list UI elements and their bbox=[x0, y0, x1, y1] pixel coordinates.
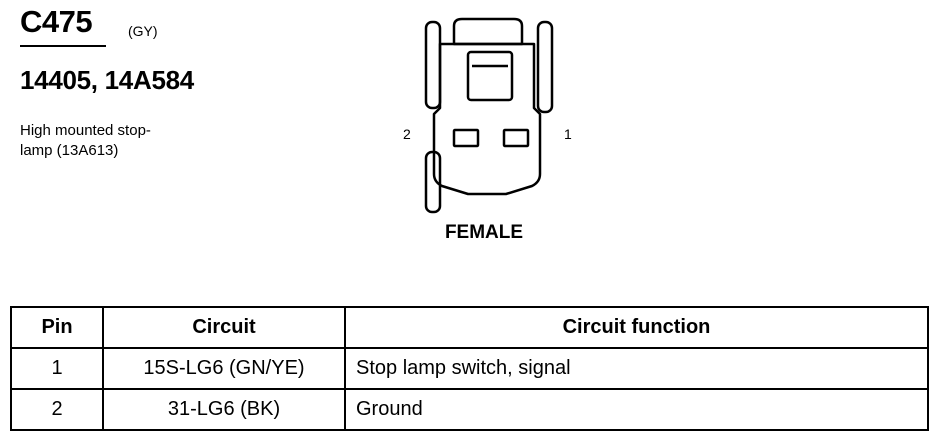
cell-function: Stop lamp switch, signal bbox=[344, 347, 929, 390]
header-pin: Pin bbox=[10, 306, 104, 349]
connector-description: High mounted stop- lamp (13A613) bbox=[20, 121, 151, 161]
connector-id: C475 bbox=[20, 4, 93, 39]
connector-body bbox=[432, 17, 542, 196]
left-lower-rib bbox=[424, 150, 442, 214]
left-upper-rib bbox=[424, 20, 442, 110]
table-row: 1 15S-LG6 (GN/YE) Stop lamp switch, sign… bbox=[10, 347, 929, 390]
pinout-table: Pin Circuit Circuit function 1 15S-LG6 (… bbox=[10, 306, 929, 431]
title-underline bbox=[20, 45, 106, 47]
cell-pin: 1 bbox=[10, 347, 104, 390]
right-rib bbox=[536, 20, 554, 114]
table-row: 2 31-LG6 (BK) Ground bbox=[10, 388, 929, 431]
pin-cavity-1 bbox=[502, 128, 530, 148]
connector-color-code: (GY) bbox=[128, 23, 158, 39]
header-circuit: Circuit bbox=[102, 306, 346, 349]
pin-label-2: 2 bbox=[403, 126, 411, 142]
part-numbers: 14405, 14A584 bbox=[20, 65, 194, 95]
connector-face-diagram bbox=[424, 17, 554, 214]
cell-pin: 2 bbox=[10, 388, 104, 431]
header-circuit-function: Circuit function bbox=[344, 306, 929, 349]
cell-function: Ground bbox=[344, 388, 929, 431]
description-line-1: High mounted stop- bbox=[20, 122, 151, 139]
cell-circuit: 15S-LG6 (GN/YE) bbox=[102, 347, 346, 390]
connector-gender-label: FEMALE bbox=[444, 222, 524, 243]
pin-label-1: 1 bbox=[564, 126, 572, 142]
table-header-row: Pin Circuit Circuit function bbox=[10, 306, 929, 349]
description-line-2: lamp (13A613) bbox=[20, 142, 119, 159]
cell-circuit: 31-LG6 (BK) bbox=[102, 388, 346, 431]
pin-cavity-2 bbox=[452, 128, 480, 148]
